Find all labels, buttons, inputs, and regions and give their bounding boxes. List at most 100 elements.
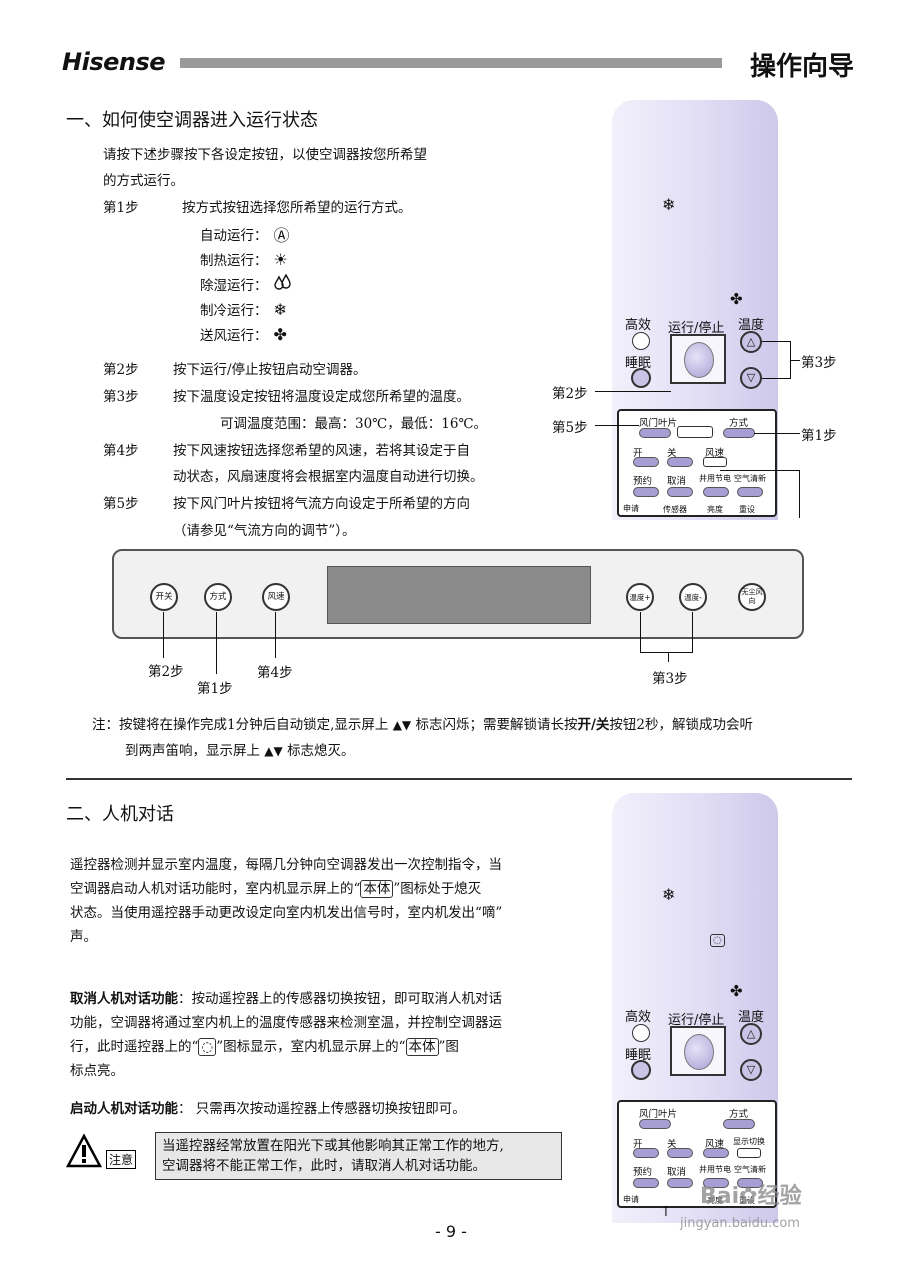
kongqi-label: 空气清新 bbox=[734, 474, 766, 483]
fengmen-label: 风门叶片 bbox=[639, 1109, 678, 1120]
section1-heading: 一、如何使空调器进入运行状态 bbox=[66, 110, 318, 131]
run-stop-button[interactable] bbox=[670, 1026, 726, 1076]
mode-button[interactable] bbox=[723, 428, 755, 438]
fan-speed-button[interactable] bbox=[703, 457, 727, 467]
off-button[interactable] bbox=[667, 457, 693, 467]
watermark-url: jingyan.baidu.com bbox=[680, 1216, 800, 1231]
s2-p2-l3: 行，此时遥控器上的“◌”图标显示，室内机显示屏上的“本体”图 bbox=[70, 1035, 459, 1060]
run-stop-button[interactable] bbox=[670, 334, 726, 384]
paw-icon: ✿ bbox=[739, 1184, 758, 1209]
on-button[interactable] bbox=[633, 457, 659, 467]
eco-button[interactable] bbox=[703, 487, 729, 497]
s2-text: ”图标处于熄灭 bbox=[393, 881, 482, 897]
leader-line bbox=[595, 425, 639, 426]
remote-run-stop-label: 运行/停止 bbox=[668, 321, 725, 336]
chongshe-label: 重设 bbox=[739, 1196, 755, 1205]
leader-line bbox=[762, 378, 790, 379]
remote-shuimian-label: 睡眠 bbox=[625, 1048, 652, 1063]
fresh-air-button[interactable] bbox=[737, 487, 763, 497]
leader-line bbox=[799, 470, 800, 518]
unit-power-button[interactable]: 开关 bbox=[150, 583, 178, 611]
yuyue-label: 预约 bbox=[633, 476, 653, 487]
jingyong-label: 井用节电 bbox=[699, 474, 731, 483]
s2-p3: 启动人机对话功能： 只需再次按动遥控器上传感器切换按钮即可。 bbox=[70, 1097, 466, 1122]
fengsu-label: 风速 bbox=[705, 1139, 725, 1150]
lock-note-text: 按钮2秒，解锁成功会听 bbox=[609, 717, 753, 733]
lock-note-text: 标志闪烁；需要解锁请长按 bbox=[415, 717, 578, 733]
eco-button[interactable] bbox=[703, 1178, 729, 1188]
enable-dialogue-title: 启动人机对话功能 bbox=[70, 1101, 178, 1117]
remote-callout-step2: 第2步 bbox=[552, 386, 588, 402]
remote-shuimian-label: 睡眠 bbox=[625, 356, 652, 371]
step4-label: 第4步 bbox=[103, 443, 139, 459]
s2-text: ”图标显示，室内机显示屏上的“ bbox=[216, 1039, 406, 1055]
lock-note-text: 标志熄灭。 bbox=[287, 743, 355, 759]
lock-note-bold: 开/关 bbox=[577, 717, 610, 733]
s2-p2-l1: 取消人机对话功能：按动遥控器上的传感器切换按钮，即可取消人机对话 bbox=[70, 987, 502, 1012]
louver-button[interactable] bbox=[639, 428, 671, 438]
leader-line bbox=[163, 612, 164, 658]
remote-callout-step3: 第3步 bbox=[801, 355, 837, 371]
unit-fan-button[interactable]: 风速 bbox=[262, 583, 290, 611]
remote-lower-panel: 风门叶片 方式 开 关 风速 显示切换 预约 取消 井用节电 空气清新 申请 亮… bbox=[617, 1100, 777, 1208]
unit-mode-button[interactable]: 方式 bbox=[204, 583, 232, 611]
display-toggle-button[interactable] bbox=[737, 1148, 761, 1158]
off-button[interactable] bbox=[667, 1148, 693, 1158]
temp-down-button[interactable]: ▽ bbox=[740, 367, 762, 389]
benti-icon: 本体 bbox=[405, 1038, 439, 1056]
header-bar bbox=[180, 58, 722, 68]
fan-icon: ✤ bbox=[730, 982, 743, 1000]
section1-intro-1: 请按下述步骤按下各设定按钮，以使空调器按您所希望 bbox=[103, 147, 427, 163]
run-stop-knob bbox=[684, 1034, 714, 1070]
leader-line bbox=[216, 612, 217, 674]
lock-note-line1: 注：按键将在操作完成1分钟后自动锁定,显示屏上 ▲▼ 标志闪烁；需要解锁请长按开… bbox=[92, 713, 753, 738]
gaoxiao-button[interactable] bbox=[632, 332, 650, 350]
kai-label: 开 bbox=[633, 448, 643, 459]
liangdu-label: 亮度 bbox=[707, 505, 723, 514]
mode-fan: 送风运行： ✤ bbox=[200, 322, 287, 346]
unit-caption-step3: 第3步 bbox=[652, 671, 688, 687]
s2-p1-l3: 状态。当使用遥控器手动更改设定向室内机发出信号时，室内机发出“嘀” bbox=[70, 905, 503, 921]
gaoxiao-button[interactable] bbox=[632, 1024, 650, 1042]
section2-heading: 二、人机对话 bbox=[66, 804, 174, 825]
snowflake-icon: ❄ bbox=[662, 885, 676, 904]
cancel-button[interactable] bbox=[667, 1178, 693, 1188]
sleep-button[interactable] bbox=[631, 1060, 651, 1080]
temp-up-button[interactable]: △ bbox=[740, 1023, 762, 1045]
chuanganqi-label: 传感器 bbox=[663, 505, 687, 514]
unit-temp-up-button[interactable]: 温度+ bbox=[626, 583, 654, 611]
lock-note-text: 到两声笛响，显示屏上 bbox=[125, 743, 260, 759]
sensor-icon: ◌ bbox=[710, 934, 725, 947]
leader-line bbox=[762, 341, 790, 342]
guan-label: 关 bbox=[667, 448, 677, 459]
step3-label: 第3步 bbox=[103, 389, 139, 405]
fresh-air-button[interactable] bbox=[737, 1178, 763, 1188]
timer-button[interactable] bbox=[633, 1178, 659, 1188]
remote-callout-step5: 第5步 bbox=[552, 420, 588, 436]
timer-button[interactable] bbox=[633, 487, 659, 497]
temp-down-button[interactable]: ▽ bbox=[740, 1059, 762, 1081]
on-button[interactable] bbox=[633, 1148, 659, 1158]
step5-label: 第5步 bbox=[103, 496, 139, 512]
sensor-icon: ◌ bbox=[198, 1038, 217, 1056]
step4-line1: 按下风速按钮选择您希望的风速，若将其设定于自 bbox=[173, 443, 470, 459]
unit-clean-button[interactable]: 无尘风向 bbox=[738, 583, 766, 611]
leader-line bbox=[668, 652, 669, 662]
fan-speed-button[interactable] bbox=[703, 1148, 729, 1158]
remote-run-stop-label: 运行/停止 bbox=[668, 1013, 725, 1028]
section1-intro-2: 的方式运行。 bbox=[103, 173, 184, 189]
mode-dry: 除湿运行： bbox=[200, 272, 292, 296]
mode-button[interactable] bbox=[723, 1119, 755, 1129]
temp-up-button[interactable]: △ bbox=[740, 331, 762, 353]
unit-temp-down-button[interactable]: 温度- bbox=[679, 583, 707, 611]
cancel-button[interactable] bbox=[667, 487, 693, 497]
indoor-unit-panel: 开关 方式 风速 温度+ 温度- 无尘风向 bbox=[112, 549, 804, 639]
sleep-button[interactable] bbox=[631, 368, 651, 388]
yuyue-label: 预约 bbox=[633, 1167, 653, 1178]
watermark-brand: Bai bbox=[700, 1184, 740, 1209]
louver-button[interactable] bbox=[639, 1119, 671, 1129]
unit-caption-step2: 第2步 bbox=[148, 664, 184, 680]
leader-line bbox=[595, 391, 671, 392]
step1-label: 第1步 bbox=[103, 200, 139, 216]
chongshe-label: 重设 bbox=[739, 505, 755, 514]
